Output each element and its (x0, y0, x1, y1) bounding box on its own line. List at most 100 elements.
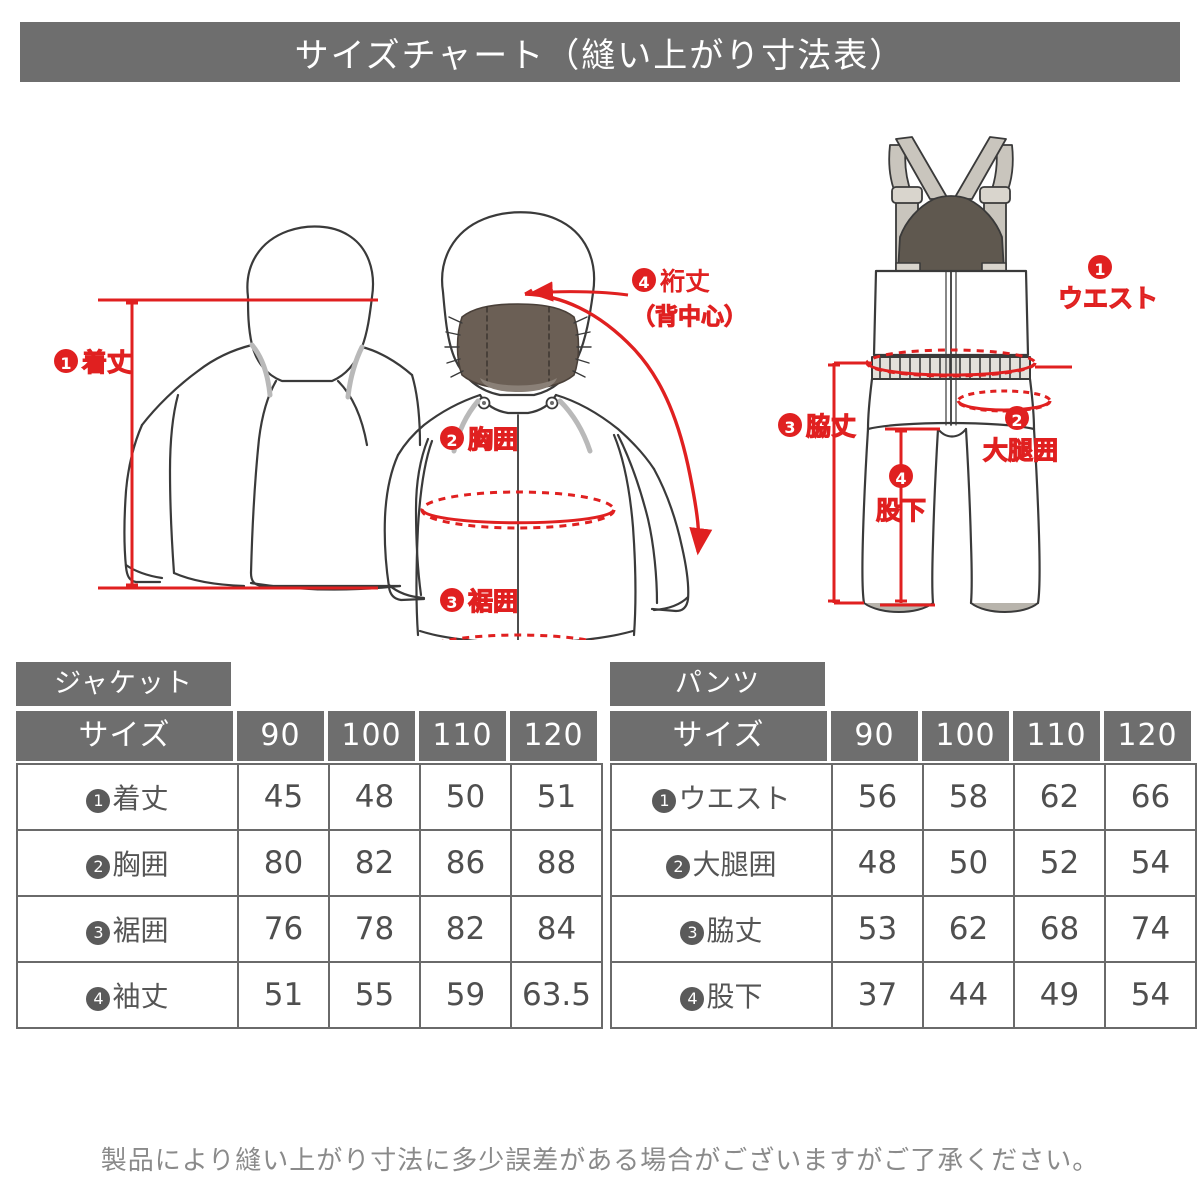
jacket-row-1-text: 着丈 (112, 782, 169, 815)
pants-row-2-text: 大腿囲 (692, 848, 777, 881)
jacket-r3-c120: 84 (510, 895, 603, 963)
jacket-r1-c100: 48 (328, 763, 421, 831)
jacket-size-col-90: 90 (237, 711, 324, 761)
pants-r4-c110: 49 (1013, 961, 1106, 1029)
page-title: サイズチャート（縫い上がり寸法表） (294, 35, 906, 76)
pants-size-col-100: 100 (922, 711, 1009, 761)
jacket-sleeve-arrow (524, 281, 713, 556)
disclaimer-note: 製品により縫い上がり寸法に多少誤差がある場合がございますがご了承ください。 (100, 1146, 1100, 1176)
label-pants-inseam: 4 股下 (875, 464, 927, 526)
svg-text:裾囲: 裾囲 (468, 587, 518, 616)
jacket-size-col-100: 100 (328, 711, 415, 761)
jacket-hem-ellipse (441, 633, 595, 640)
jacket-row-2-text: 胸囲 (112, 848, 169, 881)
svg-text:3: 3 (784, 418, 795, 437)
jacket-front-illustration (383, 211, 690, 640)
label-jacket-chest: 2 胸囲 (440, 424, 519, 455)
jacket-size-header: サイズ (16, 711, 233, 761)
badge-1: 1 (86, 789, 111, 813)
pants-row-3-text: 脇丈 (706, 914, 763, 947)
svg-text:胸囲: 胸囲 (468, 425, 518, 454)
svg-text:2: 2 (1011, 411, 1022, 430)
jacket-row-3-text: 裾囲 (112, 914, 169, 947)
pants-r3-c110: 68 (1013, 895, 1106, 963)
badge-4: 4 (86, 987, 111, 1011)
pants-r3-c100: 62 (922, 895, 1015, 963)
pants-r2-c100: 50 (922, 829, 1015, 897)
badge-4: 4 (680, 987, 705, 1011)
svg-text:（背中心）: （背中心） (632, 303, 747, 330)
jacket-table-header-row: サイズ 90 100 110 120 (16, 711, 601, 761)
badge-2: 2 (86, 855, 111, 879)
svg-text:着丈: 着丈 (81, 348, 132, 377)
pants-r2-c120: 54 (1104, 829, 1197, 897)
jacket-r3-c100: 78 (328, 895, 421, 963)
pants-r4-c100: 44 (922, 961, 1015, 1029)
pants-measure-lines (828, 348, 1072, 607)
jacket-row-4-text: 袖丈 (112, 980, 169, 1013)
pants-r3-c120: 74 (1104, 895, 1197, 963)
label-pants-outseam: 3 脇丈 (778, 411, 857, 442)
badge-3: 3 (86, 921, 111, 945)
pants-r1-c100: 58 (922, 763, 1015, 831)
jacket-r1-c120: 51 (510, 763, 603, 831)
pants-size-col-90: 90 (831, 711, 918, 761)
jacket-r2-c110: 86 (419, 829, 512, 897)
jacket-r4-c100: 55 (328, 961, 421, 1029)
pants-r1-c110: 62 (1013, 763, 1106, 831)
page-title-bar: サイズチャート（縫い上がり寸法表） (20, 22, 1180, 82)
svg-text:脇丈: 脇丈 (806, 412, 856, 441)
jacket-measure-lines (98, 298, 378, 590)
jacket-r3-c110: 82 (419, 895, 512, 963)
jacket-r3-c90: 76 (237, 895, 330, 963)
svg-text:2: 2 (446, 431, 457, 450)
badge-3: 3 (680, 921, 705, 945)
svg-text:裄丈: 裄丈 (659, 267, 710, 296)
pants-category-badge: パンツ (610, 662, 825, 706)
pants-r4-c90: 37 (831, 961, 924, 1029)
jacket-r2-c100: 82 (328, 829, 421, 897)
pants-row-1-text: ウエスト (678, 782, 791, 815)
label-pants-thigh: 2 大腿囲 (982, 406, 1059, 466)
badge-1: 1 (652, 789, 677, 813)
svg-text:ウエスト: ウエスト (1058, 284, 1158, 313)
pants-size-header: サイズ (610, 711, 827, 761)
pants-r2-c110: 52 (1013, 829, 1106, 897)
label-jacket-length: 1 着丈 (54, 347, 133, 378)
illustration-area: 1 着丈 2 胸囲 3 裾囲 4 (0, 95, 1200, 640)
jacket-r4-c90: 51 (237, 961, 330, 1029)
badge-2: 2 (666, 855, 691, 879)
pants-row-4-text: 股下 (706, 980, 763, 1013)
svg-text:4: 4 (895, 469, 906, 488)
jacket-r1-c90: 45 (237, 763, 330, 831)
pants-r1-c90: 56 (831, 763, 924, 831)
jacket-r1-c110: 50 (419, 763, 512, 831)
svg-text:1: 1 (60, 354, 71, 373)
jacket-chest-ellipse (420, 490, 616, 530)
pants-illustration (861, 136, 1041, 613)
pants-r4-c120: 54 (1104, 961, 1197, 1029)
label-jacket-hem: 3 裾囲 (440, 586, 519, 617)
svg-text:1: 1 (1094, 260, 1105, 279)
jacket-r2-c90: 80 (237, 829, 330, 897)
svg-text:股下: 股下 (876, 496, 926, 525)
pants-size-col-110: 110 (1013, 711, 1100, 761)
svg-text:4: 4 (638, 273, 649, 292)
jacket-size-col-120: 120 (510, 711, 597, 761)
pants-r2-c90: 48 (831, 829, 924, 897)
jacket-back-illustration (123, 225, 422, 591)
